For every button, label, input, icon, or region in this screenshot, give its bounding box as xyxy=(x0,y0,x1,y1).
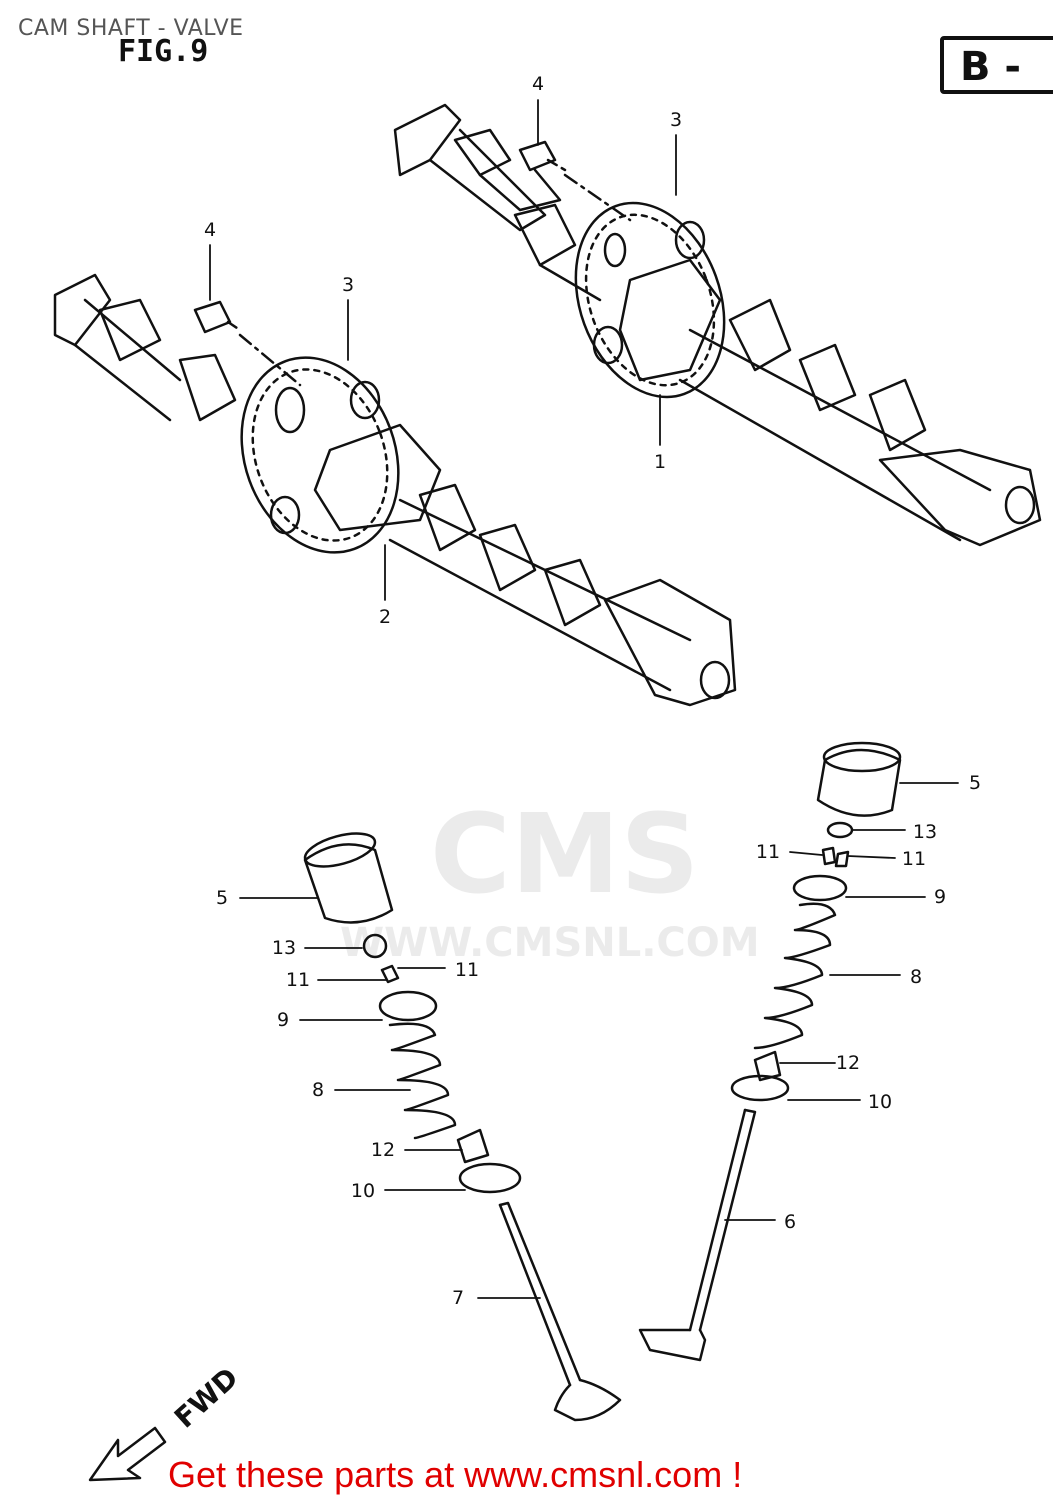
callout-11-right-b: 11 xyxy=(901,848,927,870)
leader-lines xyxy=(209,99,959,1299)
callout-5-right: 5 xyxy=(968,772,982,794)
figure-number: FIG.9 xyxy=(118,34,209,69)
callout-8-right: 8 xyxy=(909,966,923,988)
sprocket-bolt-lower xyxy=(193,300,302,387)
callout-2: 2 xyxy=(378,606,392,628)
callout-10-left: 10 xyxy=(350,1180,376,1202)
callout-11-left-b: 11 xyxy=(454,959,480,981)
callout-7: 7 xyxy=(451,1287,465,1309)
callout-3-upper: 3 xyxy=(669,109,683,131)
watermark-logo: CMS xyxy=(430,790,700,918)
callout-13-right: 13 xyxy=(912,821,938,843)
camshaft-exhaust xyxy=(393,103,1042,547)
callout-9-left: 9 xyxy=(276,1009,290,1031)
callout-5-left: 5 xyxy=(215,887,229,909)
callout-11-left-a: 11 xyxy=(285,969,311,991)
page-title: CAM SHAFT - VALVE xyxy=(18,16,244,41)
shop-link[interactable]: Get these parts at www.cmsnl.com ! xyxy=(168,1454,743,1495)
valve-assembly-left xyxy=(303,832,622,1422)
camshaft-intake xyxy=(53,273,737,707)
section-label: B - xyxy=(960,44,1022,90)
watermark-url: WWW.CMSNL.COM xyxy=(340,920,760,966)
callout-10-right: 10 xyxy=(867,1091,893,1113)
callout-13-left: 13 xyxy=(271,937,297,959)
callout-4-upper: 4 xyxy=(531,73,545,95)
callout-4-lower: 4 xyxy=(203,219,217,241)
section-indicator: B - xyxy=(940,36,1053,94)
forward-arrow-icon xyxy=(88,1426,167,1482)
callout-11-right-a: 11 xyxy=(755,841,781,863)
callout-8-left: 8 xyxy=(311,1079,325,1101)
sprocket-bolt-upper xyxy=(518,140,632,222)
callout-1: 1 xyxy=(653,451,667,473)
callout-12-left: 12 xyxy=(370,1139,396,1161)
valve-assembly-right xyxy=(638,741,902,1362)
callout-3-lower: 3 xyxy=(341,274,355,296)
callout-12-right: 12 xyxy=(835,1052,861,1074)
callout-9-right: 9 xyxy=(933,886,947,908)
callout-6: 6 xyxy=(783,1211,797,1233)
